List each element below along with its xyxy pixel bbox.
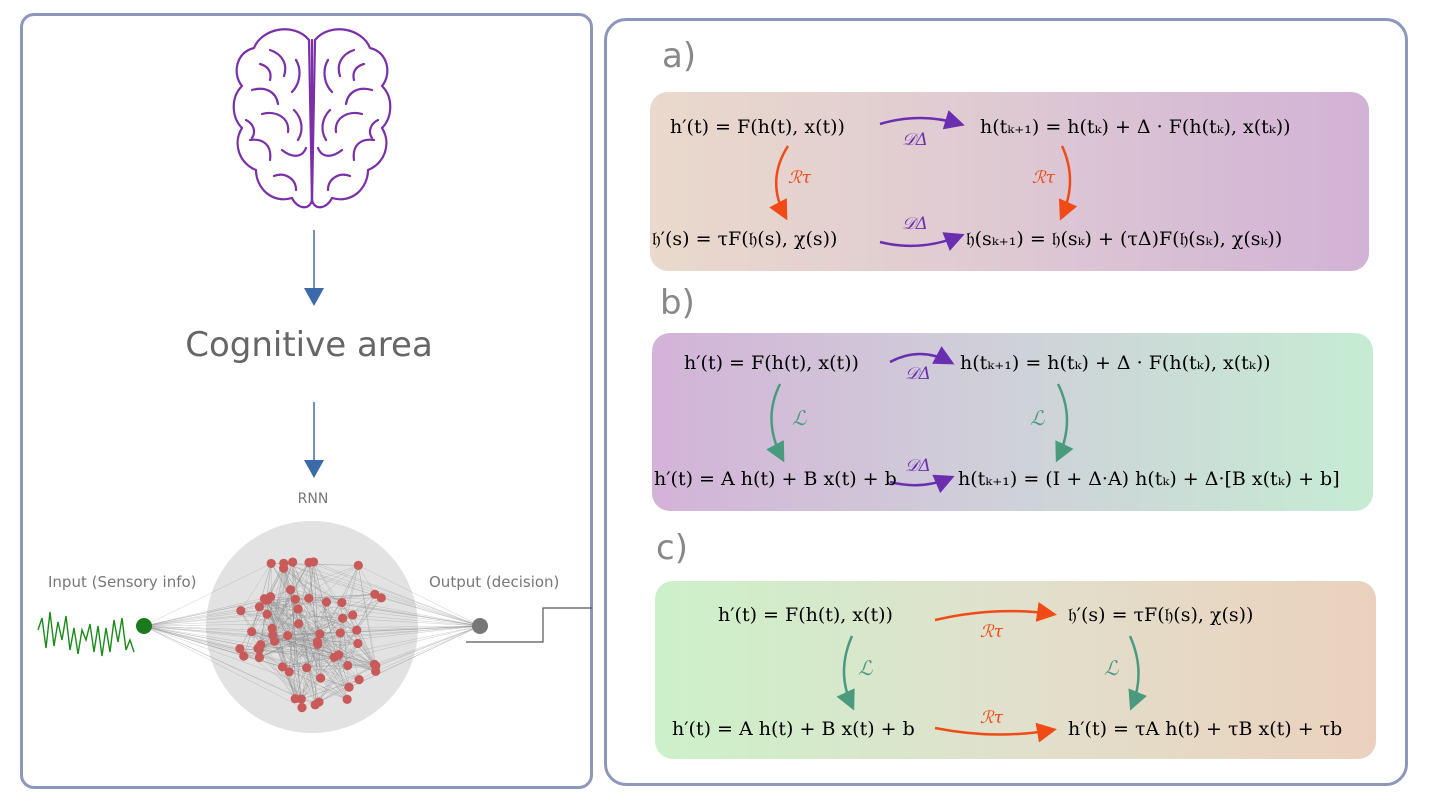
rnn-node — [335, 628, 345, 638]
rnn-node — [293, 604, 303, 614]
rnn-node — [268, 630, 278, 640]
rnn-node — [283, 630, 293, 641]
rnn-node — [266, 558, 276, 569]
op-a-right: ℛτ — [1032, 168, 1055, 188]
output-label: Output (decision) — [429, 573, 560, 591]
rnn-node — [343, 660, 353, 671]
eq-a-bottom-right: 𝔥(sₖ₊₁) = 𝔥(sₖ) + (τΔ)F(𝔥(sₖ), χ(sₖ)) — [966, 228, 1283, 250]
rnn-node — [262, 609, 272, 619]
rnn-node — [353, 560, 363, 570]
eq-c-bottom-right: h′(t) = τA h(t) + τB x(t) + τb — [1068, 718, 1343, 740]
rnn-node — [338, 613, 348, 623]
rnn-node — [277, 662, 288, 672]
rnn-node — [256, 639, 266, 650]
rnn-node — [312, 637, 322, 647]
op-c-right: ℒ — [1104, 656, 1119, 680]
rnn-node — [316, 673, 326, 683]
op-c-bottom: ℛτ — [980, 708, 1003, 728]
rnn-node — [267, 623, 277, 633]
rnn-node — [315, 629, 325, 639]
flow-arrows — [304, 230, 324, 478]
brain-icon — [232, 28, 392, 209]
input-label: Input (Sensory info) — [48, 573, 197, 591]
rnn-network-icon — [136, 521, 488, 733]
rnn-node — [352, 625, 362, 635]
input-signal-icon — [37, 611, 135, 657]
rnn-node — [353, 638, 363, 649]
rnn-node — [285, 585, 296, 595]
op-b-top: 𝒟Δ — [905, 364, 931, 384]
eq-b-top-right: h(tₖ₊₁) = h(tₖ) + Δ · F(h(tₖ), x(tₖ)) — [960, 352, 1271, 374]
eq-c-top-right: 𝔥′(s) = τF(𝔥(s), χ(s)) — [1068, 604, 1254, 626]
output-node — [472, 618, 488, 634]
rnn-node — [321, 597, 332, 607]
rnn-node — [247, 627, 257, 637]
rnn-node — [314, 697, 324, 707]
rnn-node — [329, 652, 339, 662]
rnn-node — [371, 666, 381, 677]
eq-a-bottom-left: 𝔥′(s) = τF(𝔥(s), χ(s)) — [652, 228, 838, 250]
rnn-node — [254, 652, 265, 663]
op-c-top: ℛτ — [980, 622, 1003, 642]
eq-a-top-left: h′(t) = F(h(t), x(t)) — [670, 116, 845, 138]
rnn-node — [342, 694, 352, 704]
eq-c-bottom-left: h′(t) = A h(t) + B x(t) + b — [672, 718, 915, 740]
rnn-node — [344, 682, 354, 692]
rnn-node — [302, 663, 312, 673]
rnn-node — [288, 557, 298, 567]
op-b-left: ℒ — [792, 406, 807, 430]
input-node — [136, 618, 152, 634]
op-b-right: ℒ — [1030, 406, 1045, 430]
eq-b-bottom-right: h(tₖ₊₁) = (I + Δ·A) h(tₖ) + Δ·[B x(tₖ) +… — [958, 468, 1340, 490]
section-c-label: c) — [656, 528, 688, 568]
rnn-node — [236, 606, 246, 616]
op-c-left: ℒ — [858, 656, 873, 680]
output-step-icon — [466, 607, 592, 643]
op-a-left: ℛτ — [788, 168, 811, 188]
rnn-node — [259, 594, 270, 604]
eq-b-top-left: h′(t) = F(h(t), x(t)) — [684, 352, 859, 374]
section-b-label: b) — [660, 283, 695, 323]
rnn-node — [370, 589, 380, 599]
diagram-a-box — [650, 92, 1369, 271]
rnn-node — [354, 675, 364, 685]
rnn-node — [279, 558, 289, 568]
rnn-node — [235, 644, 245, 654]
eq-a-top-right: h(tₖ₊₁) = h(tₖ) + Δ · F(h(tₖ), x(tₖ)) — [980, 116, 1291, 138]
rnn-node — [254, 602, 265, 612]
rnn-node — [297, 703, 307, 713]
rnn-node — [296, 694, 306, 704]
rnn-node — [337, 597, 347, 608]
eq-b-bottom-left: h′(t) = A h(t) + B x(t) + b — [654, 468, 897, 490]
rnn-node — [348, 610, 358, 620]
section-a-label: a) — [662, 36, 697, 76]
rnn-node — [284, 667, 294, 677]
rnn-node — [293, 619, 304, 629]
eq-c-top-left: h′(t) = F(h(t), x(t)) — [718, 604, 893, 626]
rnn-node — [304, 557, 314, 568]
op-a-top: 𝒟Δ — [902, 130, 928, 150]
op-b-bottom: 𝒟Δ — [905, 456, 931, 476]
op-a-bottom: 𝒟Δ — [902, 214, 928, 234]
rnn-node — [304, 593, 314, 603]
cognitive-area-label: Cognitive area — [185, 325, 433, 365]
rnn-label: RNN — [297, 491, 329, 507]
rnn-node — [239, 651, 249, 661]
rnn-node — [290, 594, 301, 604]
